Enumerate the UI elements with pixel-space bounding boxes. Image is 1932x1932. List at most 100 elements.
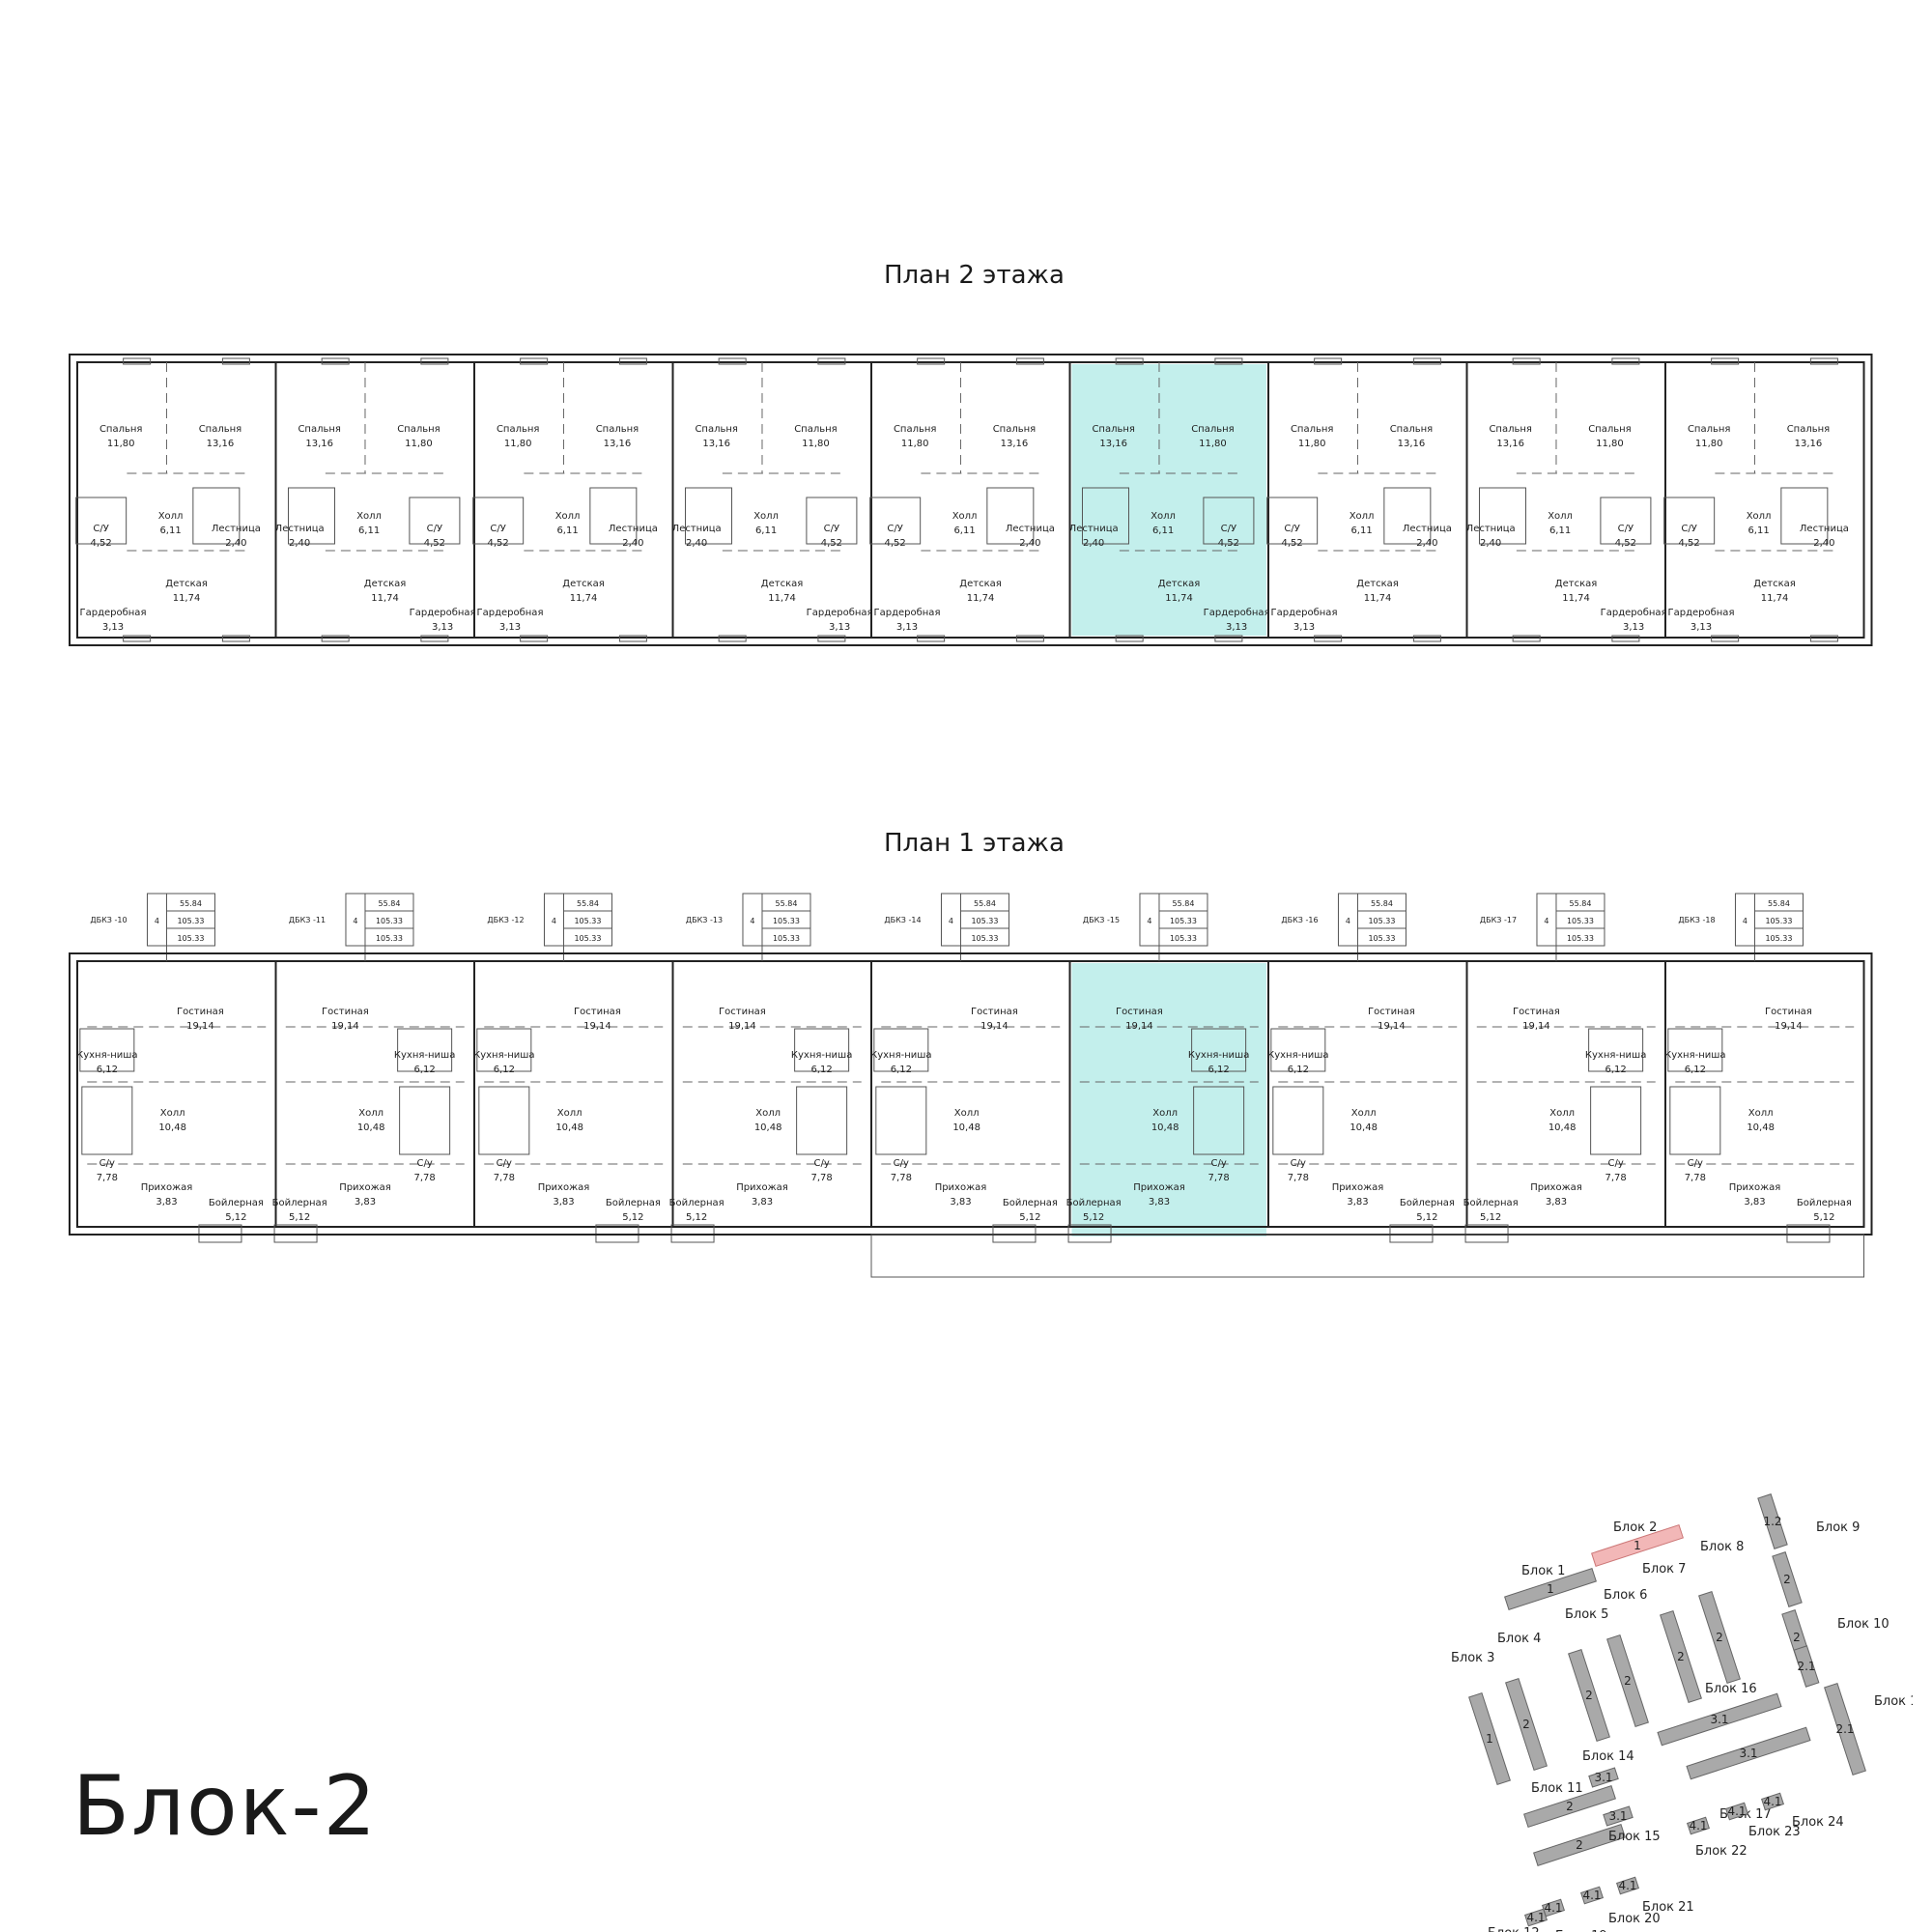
plan1-room-area: 10,48 <box>952 1122 980 1133</box>
plan2-window-bottom <box>618 635 647 642</box>
plan1-tag-number: 4 <box>353 917 357 925</box>
plan1-room-area: 5,12 <box>1480 1212 1501 1223</box>
site-block-number: 2 <box>1576 1838 1583 1852</box>
plan1-terrace-outline <box>870 1234 1864 1278</box>
plan2-bathroom-fixtures <box>1663 497 1716 545</box>
plan1-unit-code: ДБКЗ -11 <box>289 916 326 924</box>
plan2-unit: Спальня13,16Спальня11,80Лестница2,40Холл… <box>1465 357 1667 642</box>
plan1-title: План 1 этажа <box>884 829 1065 858</box>
plan1-unit-code: ДБКЗ -15 <box>1083 916 1120 924</box>
site-block-number: 4.1 <box>1689 1819 1707 1833</box>
site-block-number: 2 <box>1716 1631 1723 1644</box>
plan2-room-area: 6,11 <box>953 526 975 536</box>
plan2-room-name: С/У <box>93 524 108 534</box>
plan2-room-name: Детская <box>562 579 604 589</box>
plan2-stair-outline <box>1780 487 1829 545</box>
plan2-room-area: 11,74 <box>1165 593 1193 604</box>
plan2-room-area: 11,74 <box>1364 593 1392 604</box>
site-block-label: Блок 2 <box>1613 1520 1657 1535</box>
site-block-number: 2 <box>1677 1650 1685 1663</box>
plan2-bathroom-fixtures <box>806 497 858 545</box>
plan1-room-name: Холл <box>1748 1108 1774 1119</box>
site-block-label: Блок 21 <box>1642 1900 1694 1915</box>
plan1-room-name: Холл <box>755 1108 781 1119</box>
plan1-unit: Гостиная19,14Кухня-ниша6,12Холл10,48С/у7… <box>669 893 872 1243</box>
site-block-number: 3.1 <box>1608 1809 1627 1823</box>
plan2-room-name: Детская <box>1356 579 1398 589</box>
plan2-room-name: Спальня <box>1191 424 1235 435</box>
plan2-room-area: 3,13 <box>1226 622 1247 633</box>
plan1-room-area: 3,83 <box>950 1197 971 1208</box>
plan1-room-area: 19,14 <box>583 1021 611 1032</box>
plan1-room-area: 7,78 <box>891 1173 912 1183</box>
plan2-room-area: 11,80 <box>107 439 135 449</box>
plan1-tag-frame <box>146 893 215 947</box>
plan2-window-bottom <box>1214 635 1243 642</box>
plan2-room-name: Спальня <box>894 424 937 435</box>
plan1-room-area: 10,48 <box>1548 1122 1577 1133</box>
plan2-room-area: 11,80 <box>1199 439 1227 449</box>
plan1-tag-value: 55.84 <box>379 899 401 908</box>
plan1-room-name: Кухня-ниша <box>791 1050 852 1061</box>
plan1-tag-value: 105.33 <box>376 934 403 943</box>
plan2-room-name: Детская <box>165 579 207 589</box>
plan1-room-area: 5,12 <box>622 1212 643 1223</box>
plan1-tag-value: 105.33 <box>1765 917 1792 925</box>
plan2-room-name: Гардеробная <box>874 608 941 618</box>
plan1-room-name: Прихожая <box>935 1182 987 1193</box>
plan1-room-area: 3,83 <box>1149 1197 1170 1208</box>
site-block <box>1698 1591 1741 1684</box>
site-block <box>1523 1785 1616 1828</box>
plan1-tag-frame <box>1139 893 1208 947</box>
plan1-tag-value: 105.33 <box>1368 934 1395 943</box>
plan2-room-area: 6,11 <box>1747 526 1769 536</box>
plan2-window-bottom <box>321 635 350 642</box>
plan1-room-area: 6,12 <box>1288 1065 1309 1075</box>
plan2-window-bottom <box>221 635 250 642</box>
plan1-tag-value: 105.33 <box>1567 917 1594 925</box>
site-block-number: 4.1 <box>1618 1879 1636 1892</box>
plan1-bathroom-fixtures <box>81 1086 133 1155</box>
site-block-label: Блок 10 <box>1837 1617 1889 1632</box>
site-block-label: Блок 7 <box>1642 1562 1686 1577</box>
plan1-room-name: Холл <box>1549 1108 1575 1119</box>
plan1-room-area: 6,12 <box>1605 1065 1626 1075</box>
plan1-unit-code: ДБКЗ -12 <box>487 916 524 924</box>
plan2-room-name: Лестница <box>1466 524 1516 534</box>
plan1-room-name: Гостиная <box>322 1007 369 1017</box>
site-block-number: 4.1 <box>1582 1889 1601 1902</box>
site-block <box>1757 1493 1788 1549</box>
plan1-room-area: 5,12 <box>1813 1212 1834 1223</box>
plan2-room-name: Детская <box>1158 579 1200 589</box>
plan1-room-name: Бойлерная <box>669 1198 724 1208</box>
plan1-bathroom-fixtures <box>1193 1086 1245 1155</box>
plan1-room-name: С/у <box>416 1158 432 1169</box>
plan2-window-top <box>1314 357 1343 365</box>
plan2-window-bottom <box>917 635 946 642</box>
site-block-label: Блок 13 <box>1874 1694 1913 1709</box>
plan1-room-name: Кухня-ниша <box>394 1050 455 1061</box>
plan1-room-area: 6,12 <box>97 1065 118 1075</box>
plan2-room-name: Лестница <box>212 524 261 534</box>
plan2-room-area: 11,80 <box>1298 439 1326 449</box>
plan2-room-name: Спальня <box>1489 424 1532 435</box>
site-block-label: Блок 23 <box>1748 1825 1801 1839</box>
plan2-room-name: Холл <box>1548 511 1573 522</box>
plan1-tag-value: 55.84 <box>1570 899 1592 908</box>
plan1-tag-value: 105.33 <box>1765 934 1792 943</box>
plan1-tag-frame <box>742 893 811 947</box>
site-block-label: Блок 22 <box>1695 1844 1747 1859</box>
plan1-tag-number: 4 <box>552 917 556 925</box>
plan1-tag-value: 105.33 <box>177 917 204 925</box>
plan2-bathroom-fixtures <box>1266 497 1319 545</box>
site-block-group: 2 Блок 7 <box>1642 1562 1702 1703</box>
plan2-room-area: 13,16 <box>604 439 632 449</box>
plan2-bathroom-fixtures <box>869 497 922 545</box>
